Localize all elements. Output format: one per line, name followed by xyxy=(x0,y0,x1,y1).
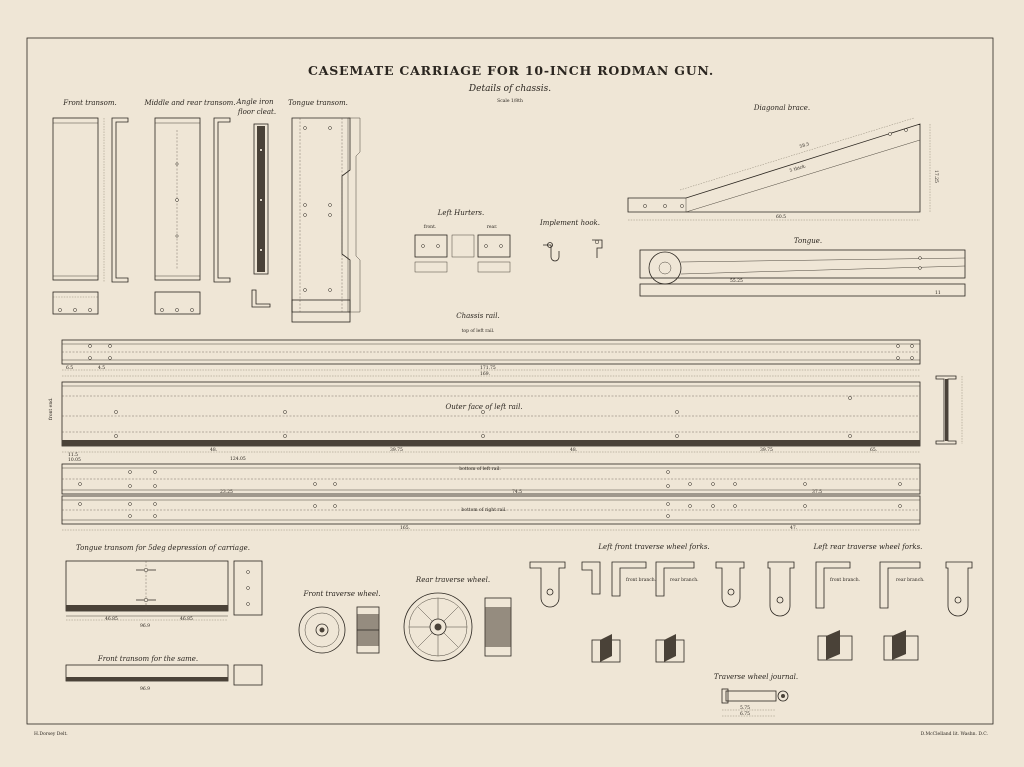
engraver-credit: D.McClelland lit. Washn. D.C. xyxy=(921,731,989,737)
tongue-figure: Tongue. 55.25 11 xyxy=(639,237,966,297)
left-front-forks-figure: Left front traverse wheel forks. front b… xyxy=(529,543,745,663)
transom-dim-a: 46.85 xyxy=(105,616,118,622)
rear-branch-label-1: rear branch. xyxy=(670,577,699,583)
tongue-dim-b: 11 xyxy=(935,290,941,296)
middle-rear-transom-figure: Middle and rear transom. xyxy=(143,99,236,315)
rail-end-dim: 6.5 xyxy=(66,365,73,371)
hurter-rear-label: rear. xyxy=(487,225,498,230)
hurter-front-label: front. xyxy=(424,224,437,230)
rail-k-dim: 74.5 xyxy=(512,489,522,495)
rail-l-dim: 37.5 xyxy=(812,489,822,495)
bottom-right-rail-label: bottom of right rail. xyxy=(461,507,507,513)
rail-end-section xyxy=(935,375,963,445)
plate-title: CASEMATE CARRIAGE FOR 10-INCH RODMAN GUN… xyxy=(308,63,714,78)
rail-h-dim: 11.5 xyxy=(68,452,78,458)
tongue-dim-a: 55.25 xyxy=(730,278,743,284)
chassis-rail-bottom-right: bottom of right rail. 165. 47. xyxy=(61,495,921,531)
rear-traverse-wheel-figure: Rear traverse wheel. xyxy=(403,576,512,662)
rail-n-dim: 47. xyxy=(790,525,798,531)
front-transom-figure: Front transom. xyxy=(52,99,129,315)
rail-b-dim: 48. xyxy=(210,447,218,453)
tongue-transom-label: Tongue transom. xyxy=(288,99,348,107)
rear-branch-label-2: rear branch. xyxy=(896,577,925,583)
front-branch-label-2: front branch. xyxy=(830,577,861,583)
rail-m-dim: 165. xyxy=(400,525,411,531)
front-branch-label-1: front branch. xyxy=(626,577,657,583)
plate-border xyxy=(26,37,994,725)
transom-dim-c: 96.9 xyxy=(140,623,150,629)
left-front-forks-label: Left front traverse wheel forks. xyxy=(597,543,709,551)
brace-dim-d: 17.25 xyxy=(933,170,939,183)
chassis-rail-top-view: 171.75 169. 6.5 4.5 xyxy=(61,339,921,377)
rail-inner-dim: 169. xyxy=(480,371,491,377)
rail-j-dim: 23.25 xyxy=(220,489,233,495)
chassis-rail-label: Chassis rail. xyxy=(456,312,500,320)
angle-iron-floor-cleat-figure: Angle iron floor cleat. xyxy=(236,98,276,308)
floor-cleat-label: floor cleat. xyxy=(237,108,276,116)
front-transom-label: Front transom. xyxy=(62,99,116,107)
traverse-wheel-journal-figure: Traverse wheel journal. 5.75 6.75 xyxy=(714,673,798,717)
rail-total-dim: 171.75 xyxy=(480,365,496,371)
rear-traverse-wheel-label: Rear traverse wheel. xyxy=(415,576,490,584)
front-end-label: front end. xyxy=(48,397,54,420)
front-traverse-wheel-label: Front traverse wheel. xyxy=(303,590,381,598)
left-rear-forks-figure: Left rear traverse wheel forks. front br… xyxy=(767,543,973,661)
rail-f-dim: 65. xyxy=(870,447,878,453)
top-of-left-rail-label: top of left rail. xyxy=(462,328,495,334)
transom-dim-d: 96.9 xyxy=(140,686,150,692)
brace-thickness-label: 5 thick. xyxy=(789,163,808,174)
artist-credit: H.Dorsey Delt. xyxy=(34,731,68,737)
rail-g-dim: 124.05 xyxy=(230,456,246,462)
front-traverse-wheel-figure: Front traverse wheel. xyxy=(298,590,381,654)
rail-d-dim: 48. xyxy=(570,447,578,453)
implement-hook-label: Implement hook. xyxy=(539,219,600,227)
outer-face-label: Outer face of left rail. xyxy=(445,403,522,411)
rail-e-dim: 39.75 xyxy=(760,447,773,453)
rail-c-dim: 39.75 xyxy=(390,447,403,453)
chassis-rail-bottom-left: bottom of left rail. 23.25 74.5 37.5 xyxy=(61,463,921,495)
diagonal-brace-label: Diagonal brace. xyxy=(753,104,810,112)
tongue-transom-figure: Tongue transom. xyxy=(288,99,361,323)
angle-iron-label: Angle iron xyxy=(236,98,274,106)
plate-scale: Scale 1/8th xyxy=(497,98,523,104)
diagonal-brace-figure: Diagonal brace. 5 thick. 58.5 60.5 17.25 xyxy=(627,104,939,221)
plate-subtitle: Details of chassis. xyxy=(468,84,551,94)
journal-dim-a: 5.75 xyxy=(740,705,750,711)
bottom-left-rail-label: bottom of left rail. xyxy=(459,466,501,472)
middle-rear-transom-label: Middle and rear transom. xyxy=(143,99,235,107)
tongue-label: Tongue. xyxy=(794,237,822,245)
left-rear-forks-label: Left rear traverse wheel forks. xyxy=(813,543,923,551)
tongue-transom-depression-label: Tongue transom for 5deg depression of ca… xyxy=(76,544,250,552)
rail-i-dim: 10.05 xyxy=(68,457,81,463)
left-hurters-label: Left Hurters. xyxy=(437,209,485,217)
tongue-transom-depression-figure: Tongue transom for 5deg depression of ca… xyxy=(65,544,263,692)
transom-dim-b: 46.85 xyxy=(180,616,193,622)
front-transom-same-label: Front transom for the same. xyxy=(97,655,198,663)
chassis-rail-outer-face: Outer face of left rail. front end. 48. … xyxy=(48,381,921,463)
journal-dim-b: 6.75 xyxy=(740,711,750,717)
implement-hook-figure: Implement hook. xyxy=(539,219,603,262)
brace-dim-a: 58.5 xyxy=(799,141,810,150)
traverse-wheel-journal-label: Traverse wheel journal. xyxy=(714,673,798,681)
left-hurters-figure: Left Hurters. front. rear. xyxy=(414,209,511,273)
brace-dim-c: 60.5 xyxy=(776,214,786,220)
rail-a-dim: 4.5 xyxy=(98,365,105,371)
